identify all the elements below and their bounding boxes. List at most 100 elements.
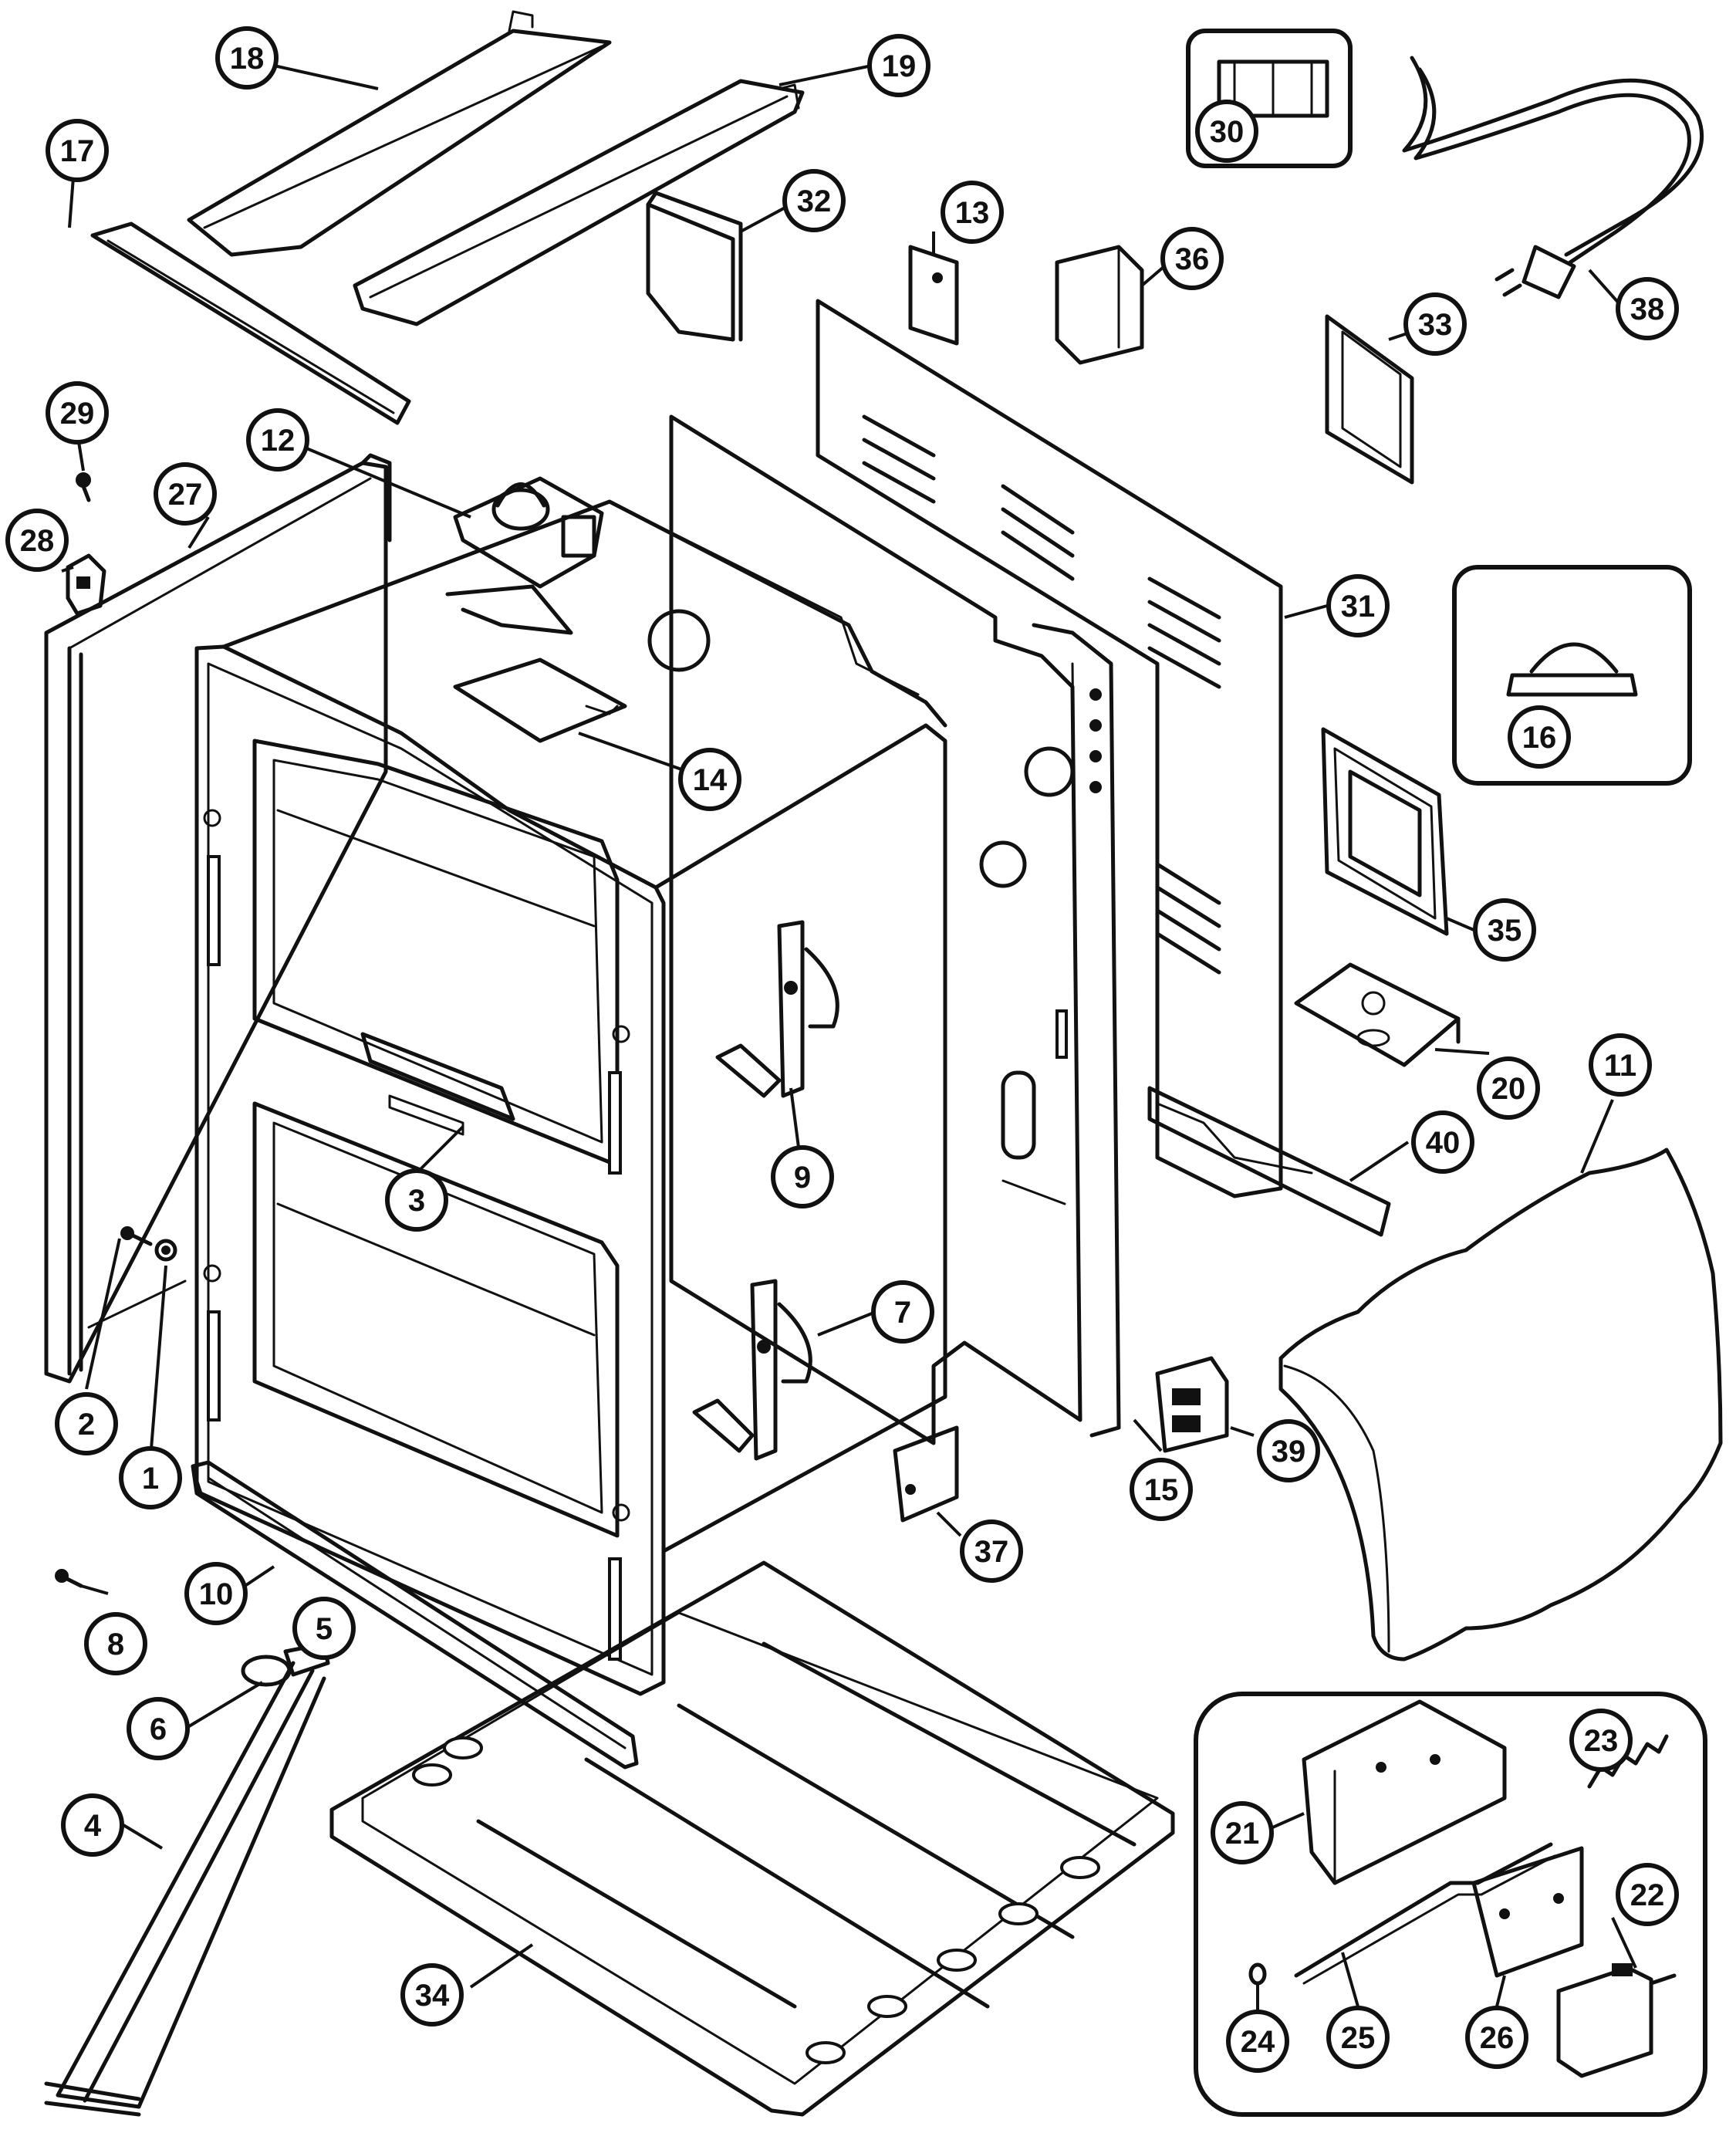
part-7-door-hinge [692,1279,812,1461]
callout-circle [1403,292,1467,356]
callout-circle [1465,2006,1528,2069]
callout-22: 22 [1616,1863,1679,1926]
callout-number: 6 [150,1712,167,1746]
callout-26: 26 [1465,2006,1528,2069]
callout-number: 4 [84,1809,102,1843]
callout-number: 24 [1241,2025,1275,2059]
callout-circle [46,119,109,182]
part-12-thermostat-bracket [445,476,604,635]
callout-circle [84,1612,147,1675]
part-25-actuator-rod [1294,1842,1556,1985]
callout-number: 3 [408,1184,425,1218]
callout-number: 38 [1630,292,1665,326]
callout-27: 27 [154,462,217,526]
callout-24: 24 [1226,2010,1289,2073]
callout-number: 21 [1225,1817,1260,1851]
callout-17: 17 [46,119,109,182]
callout-number: 14 [693,763,728,797]
callout-number: 39 [1272,1435,1306,1469]
callout-circle [1160,227,1224,290]
callout-38: 38 [1616,277,1679,340]
callout-circle [1326,2006,1390,2069]
callout-circle [771,1145,834,1208]
callout-number: 15 [1144,1473,1179,1507]
callout-circle [154,462,217,526]
callout-number: 26 [1480,2021,1515,2055]
callout-circle [871,1280,934,1344]
callout-number: 5 [316,1612,333,1646]
callout-19: 19 [867,34,930,97]
part-16-thermal-limit-box [1452,565,1692,786]
callout-7: 7 [871,1280,934,1344]
oven-cavity-body [194,499,947,1696]
callout-number: 20 [1491,1072,1526,1106]
callout-1: 1 [119,1446,182,1509]
callout-number: 28 [20,524,55,558]
callout-30: 30 [1195,100,1258,163]
callout-number: 30 [1210,115,1245,149]
part-2-screw [120,1226,153,1246]
callout-25: 25 [1326,2006,1390,2069]
part-24-pin [1248,1962,1267,1986]
callout-number: 1 [142,1462,159,1496]
callout-36: 36 [1160,227,1224,290]
callout-18: 18 [215,26,279,90]
callout-circle [1226,2010,1289,2073]
callout-circle [1473,898,1536,962]
callout-32: 32 [782,169,846,232]
callout-number: 33 [1418,308,1453,342]
callout-circle [782,169,846,232]
part-28-clip [66,553,106,616]
part-34-oven-bottom-panel [329,1560,1175,2117]
callout-number: 37 [974,1535,1009,1569]
callout-number: 31 [1341,590,1376,624]
callout-13: 13 [941,181,1004,244]
part-37-small-bracket [893,1425,959,1523]
callout-circle [941,181,1004,244]
callout-circle [5,509,69,572]
callout-20: 20 [1477,1056,1540,1120]
part-27-side-trim-panel [44,453,392,1384]
callout-circle [246,408,309,472]
callout-number: 2 [78,1408,95,1442]
callout-circle [1411,1110,1474,1174]
part-21-switch-bracket [1302,1699,1507,1885]
part-40-bracket-strip [1147,1086,1391,1237]
part-30-terminal-block-box [1186,29,1353,168]
callout-21: 21 [1211,1801,1274,1864]
callout-number: 16 [1522,721,1557,755]
louvers [862,414,1221,975]
callout-number: 17 [60,134,95,168]
callout-number: 19 [882,49,917,83]
part-10-bottom-trim-strip [191,1460,639,1770]
part-15-rear-wall [669,414,1121,1445]
part-22-microswitch [1556,1963,1677,2078]
callout-3: 3 [385,1168,448,1232]
callout-33: 33 [1403,292,1467,356]
callout-11: 11 [1589,1033,1652,1097]
part-29-screw [76,472,91,502]
callout-circle [867,34,930,97]
callout-number: 12 [261,424,296,458]
callout-14: 14 [678,748,741,811]
callout-circle [678,748,741,811]
part-32-electrical-box [646,191,743,342]
callout-circle [184,1562,248,1625]
callout-4: 4 [61,1793,124,1857]
callout-circle [292,1597,356,1660]
callout-number: 27 [168,478,203,512]
callout-number: 23 [1584,1724,1619,1758]
callout-number: 34 [415,1979,450,2013]
part-33-mounting-bracket [1325,314,1414,485]
callout-28: 28 [5,509,69,572]
callout-number: 36 [1175,242,1210,276]
callout-circle [119,1446,182,1509]
callout-16: 16 [1508,705,1571,769]
door-switch-assembly-box [1194,1692,1707,2117]
callout-circle [1130,1458,1193,1521]
callout-circle [55,1392,118,1455]
callout-37: 37 [960,1519,1023,1583]
callout-number: 25 [1341,2021,1376,2055]
callout-circle [1326,574,1390,637]
